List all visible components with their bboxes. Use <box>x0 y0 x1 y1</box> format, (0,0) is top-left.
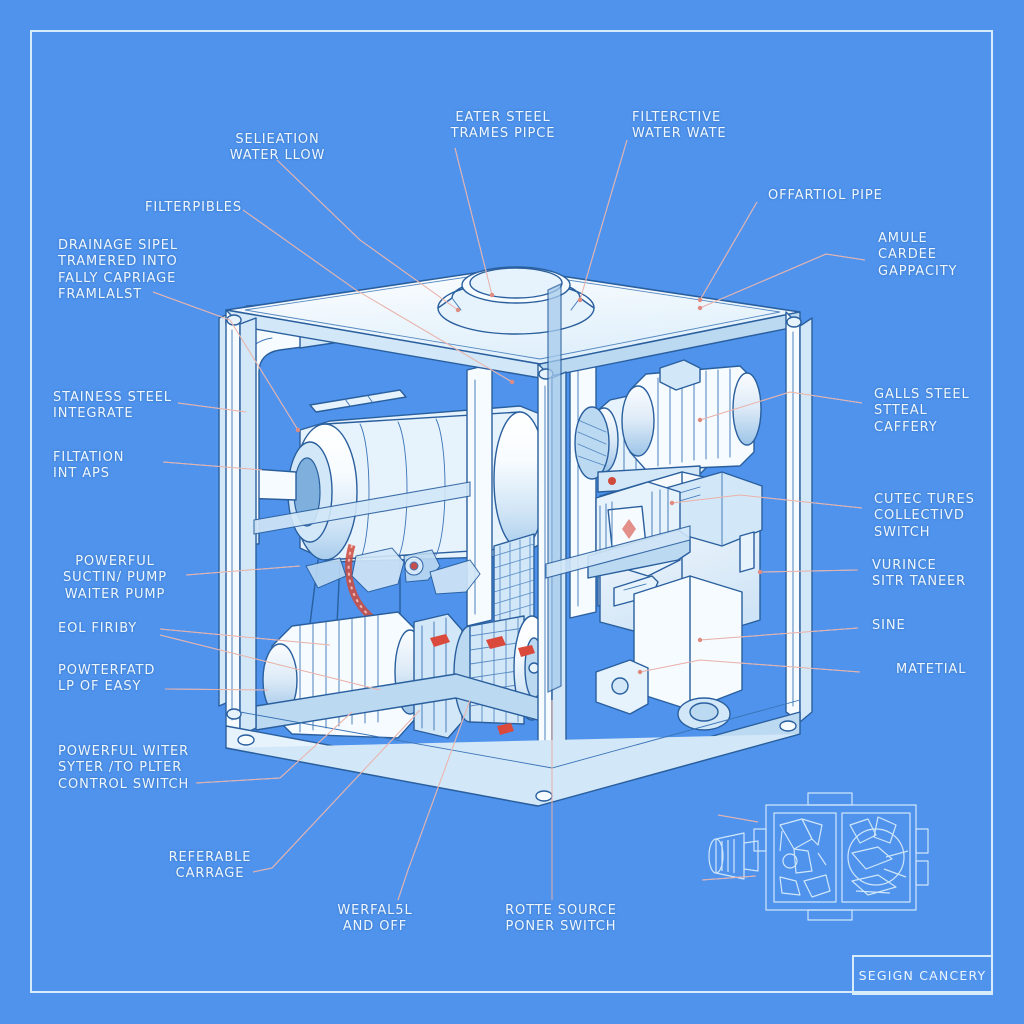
callout-powerful-suctin-pump: POWERFUL SUCTIN/ PUMP WAITER PUMP <box>62 554 168 602</box>
callout-powerful-witer-control-switch: POWERFUL WITER SYTER /TO PLTER CONTROL S… <box>58 744 190 792</box>
callout-sine: SINE <box>872 618 906 633</box>
callout-drainage-sipel: DRAINAGE SIPEL TRAMERED INTO FALLY CAPRI… <box>58 238 179 302</box>
callout-cutec-tures-collectivd-switch: CUTEC TURES COLLECTIVD SWITCH <box>874 492 975 540</box>
callout-filterpibles: FILTERPIBLES <box>145 200 243 215</box>
callout-powterfatd-lp-of-easy: POWTERFATD LP OF EASY <box>58 663 156 695</box>
callout-werfal5l-and-off: WERFAL5L AND OFF <box>337 903 413 935</box>
callout-filterctive-water-wate: FILTERCTIVE WATER WATE <box>632 110 727 142</box>
callout-galls-steel-sttéal-caffery: GALLS STEEL STTEAL CAFFERY <box>874 387 970 435</box>
callout-offartiol-pipe: OFFARTIOL PIPE <box>768 188 883 203</box>
title-block-text: SEGIGN CANCERY <box>858 967 987 983</box>
callout-eol-firiby: EOL FIRIBY <box>58 621 138 636</box>
callout-filtation-int-aps: FILTATION INT APS <box>53 450 125 482</box>
callout-stainess-steel-integrate: STAINESS STEEL INTEGRATE <box>53 390 172 422</box>
callout-rotte-source-poner-switch: ROTTE SOURCE PONER SWITCH <box>505 903 617 935</box>
callout-referable-carrage: REFERABLE CARRAGE <box>168 850 252 882</box>
callout-matetial: MATETIAL <box>896 662 967 677</box>
title-block: SEGIGN CANCERY <box>852 955 993 995</box>
callout-vurince-sitr-taneer: VURINCE SITR TANEER <box>872 558 967 590</box>
callout-eater-steel-trames-pipce: EATER STEEL TRAMES PIPCE <box>450 110 556 142</box>
callout-amule-cardee-gappacity: AMULE CARDEE GAPPACITY <box>878 231 958 279</box>
callout-seliteation-water-llow: SELIEATION WATER LLOW <box>229 132 326 164</box>
